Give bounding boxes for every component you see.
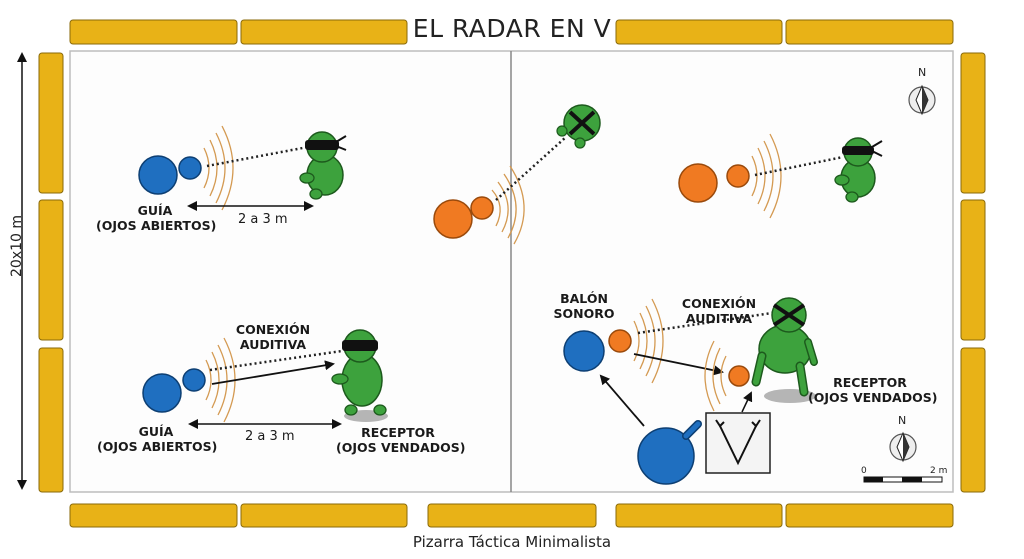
guide-ball-large [138, 155, 178, 195]
label-line: GUÍA [137, 203, 173, 218]
auditory-connection [209, 349, 343, 372]
blue-ball-large [563, 330, 605, 372]
return-arrow [599, 374, 645, 427]
orange-ball-large [433, 199, 473, 239]
label-line: BALÓN [560, 291, 608, 306]
coach-figure [637, 420, 702, 485]
conexion-label-right: CONEXIÓN AUDITIVA [674, 296, 764, 326]
scale-bar [863, 476, 943, 483]
sound-waves [633, 298, 664, 384]
page-title: EL RADAR EN V [412, 14, 612, 43]
label-line: (OJOS VENDADOS) [336, 440, 466, 455]
blindfolded-player [834, 137, 883, 203]
compass-bottom-icon [889, 431, 917, 463]
guide-ball-large [142, 373, 182, 413]
label-line: RECEPTOR [361, 425, 435, 440]
scene-top-left [138, 125, 347, 211]
label-line: (OJOS ABIERTOS) [96, 218, 217, 233]
scene-top-right [678, 133, 883, 219]
guia-label-bottom: GUÍA (OJOS ABIERTOS) [97, 424, 218, 454]
field-size-label: 20x10 m [9, 214, 25, 277]
scale-end: 2 m [930, 466, 948, 476]
distance-label-bottom: 2 a 3 m [245, 429, 295, 444]
auditory-connection [495, 136, 567, 201]
sound-waves-target [704, 340, 727, 412]
compass-top-icon [908, 84, 936, 116]
label-line: AUDITIVA [685, 311, 753, 326]
blindfolded-player [299, 131, 347, 200]
scene-bottom-left [142, 329, 388, 429]
board-top-right [615, 19, 954, 45]
board-top-left [69, 19, 408, 45]
v-card [705, 412, 771, 474]
balon-sonoro-label: BALÓN SONORO [553, 291, 615, 321]
orange-ball-small [470, 196, 494, 220]
sound-ball [182, 368, 206, 392]
label-line: CONEXIÓN [681, 296, 757, 311]
compass-top-north: N [918, 66, 927, 79]
blindfolded-player [751, 297, 818, 397]
scale-start: 0 [861, 466, 867, 476]
pass-arrow [211, 360, 335, 385]
page-footer: Pizarra Táctica Minimalista [412, 533, 612, 551]
board-bottom [69, 503, 954, 528]
orange-ball-large [678, 163, 718, 203]
label-line: SONORO [553, 306, 615, 321]
label-line: (OJOS VENDADOS) [808, 390, 938, 405]
receptor-label-left: RECEPTOR (OJOS VENDADOS) [336, 425, 466, 455]
label-line: AUDITIVA [239, 337, 307, 352]
label-line: GUÍA [138, 424, 174, 439]
sound-waves [751, 133, 782, 219]
conexion-label-left: CONEXIÓN AUDITIVA [228, 322, 318, 352]
label-line: RECEPTOR [833, 375, 907, 390]
board-left [38, 52, 64, 493]
pass-arrow [633, 353, 724, 376]
compass-bottom-north: N [898, 414, 907, 427]
scene-top-center [433, 104, 601, 245]
receptor-label-right: RECEPTOR (OJOS VENDADOS) [808, 375, 938, 405]
auditory-connection [206, 145, 309, 168]
board-right [960, 52, 986, 493]
sound-ball [178, 156, 202, 180]
scene-bottom-right [563, 297, 818, 485]
orange-ball-small [608, 329, 632, 353]
label-line: CONEXIÓN [235, 322, 311, 337]
sound-waves [491, 165, 525, 245]
blindfolded-player [331, 329, 387, 416]
distance-label-top: 2 a 3 m [238, 212, 288, 227]
orange-ball-target [728, 365, 750, 387]
label-line: (OJOS ABIERTOS) [97, 439, 218, 454]
orange-ball-small [726, 164, 750, 188]
card-arrow [741, 391, 753, 413]
guia-label-top: GUÍA (OJOS ABIERTOS) [96, 203, 217, 233]
blindfolded-player [556, 104, 601, 149]
